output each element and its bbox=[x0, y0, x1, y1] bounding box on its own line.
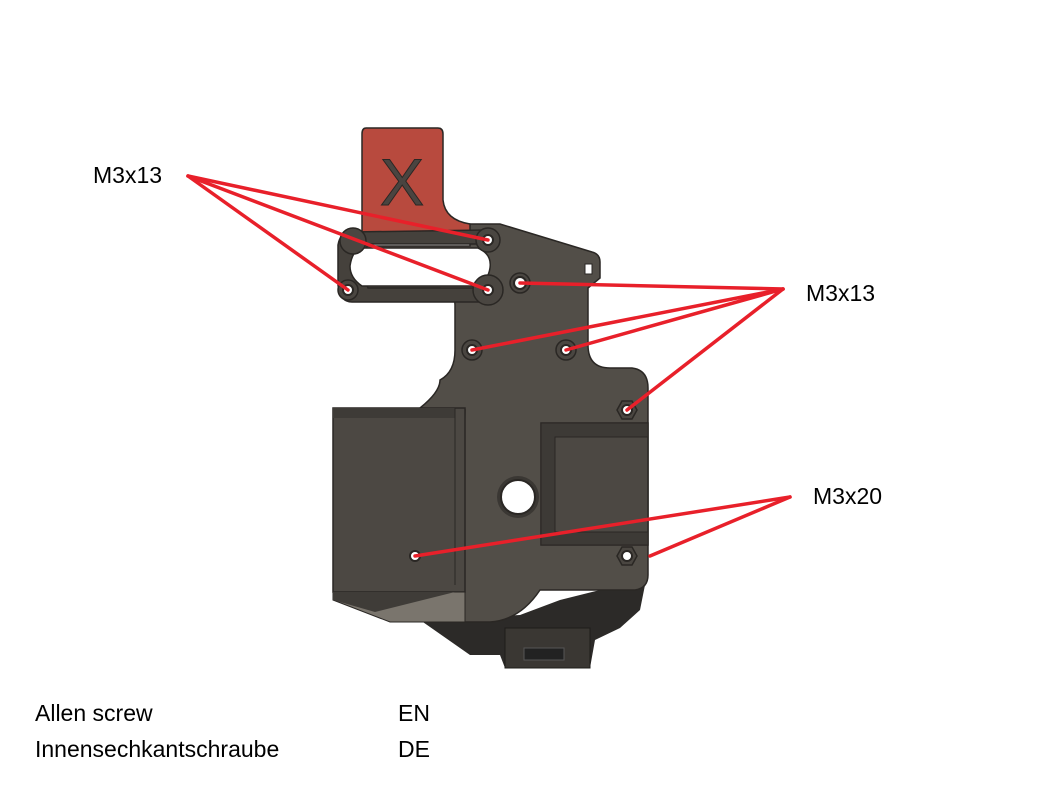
leader-lines bbox=[186, 174, 792, 558]
callout-label-right-upper: M3x13 bbox=[806, 280, 875, 306]
callout-label-right-lower: M3x20 bbox=[813, 483, 882, 509]
legend-lang-en: EN bbox=[398, 700, 430, 726]
legend-lang-de: DE bbox=[398, 736, 430, 762]
legend-term-en: Allen screw bbox=[35, 700, 153, 726]
legend-term-de: Innensechkantschraube bbox=[35, 736, 280, 762]
x-axis-tab: X bbox=[361, 127, 481, 244]
callout-label-top-left: M3x13 bbox=[93, 162, 162, 188]
fan-duct bbox=[420, 585, 645, 669]
tab-letter: X bbox=[380, 145, 424, 219]
